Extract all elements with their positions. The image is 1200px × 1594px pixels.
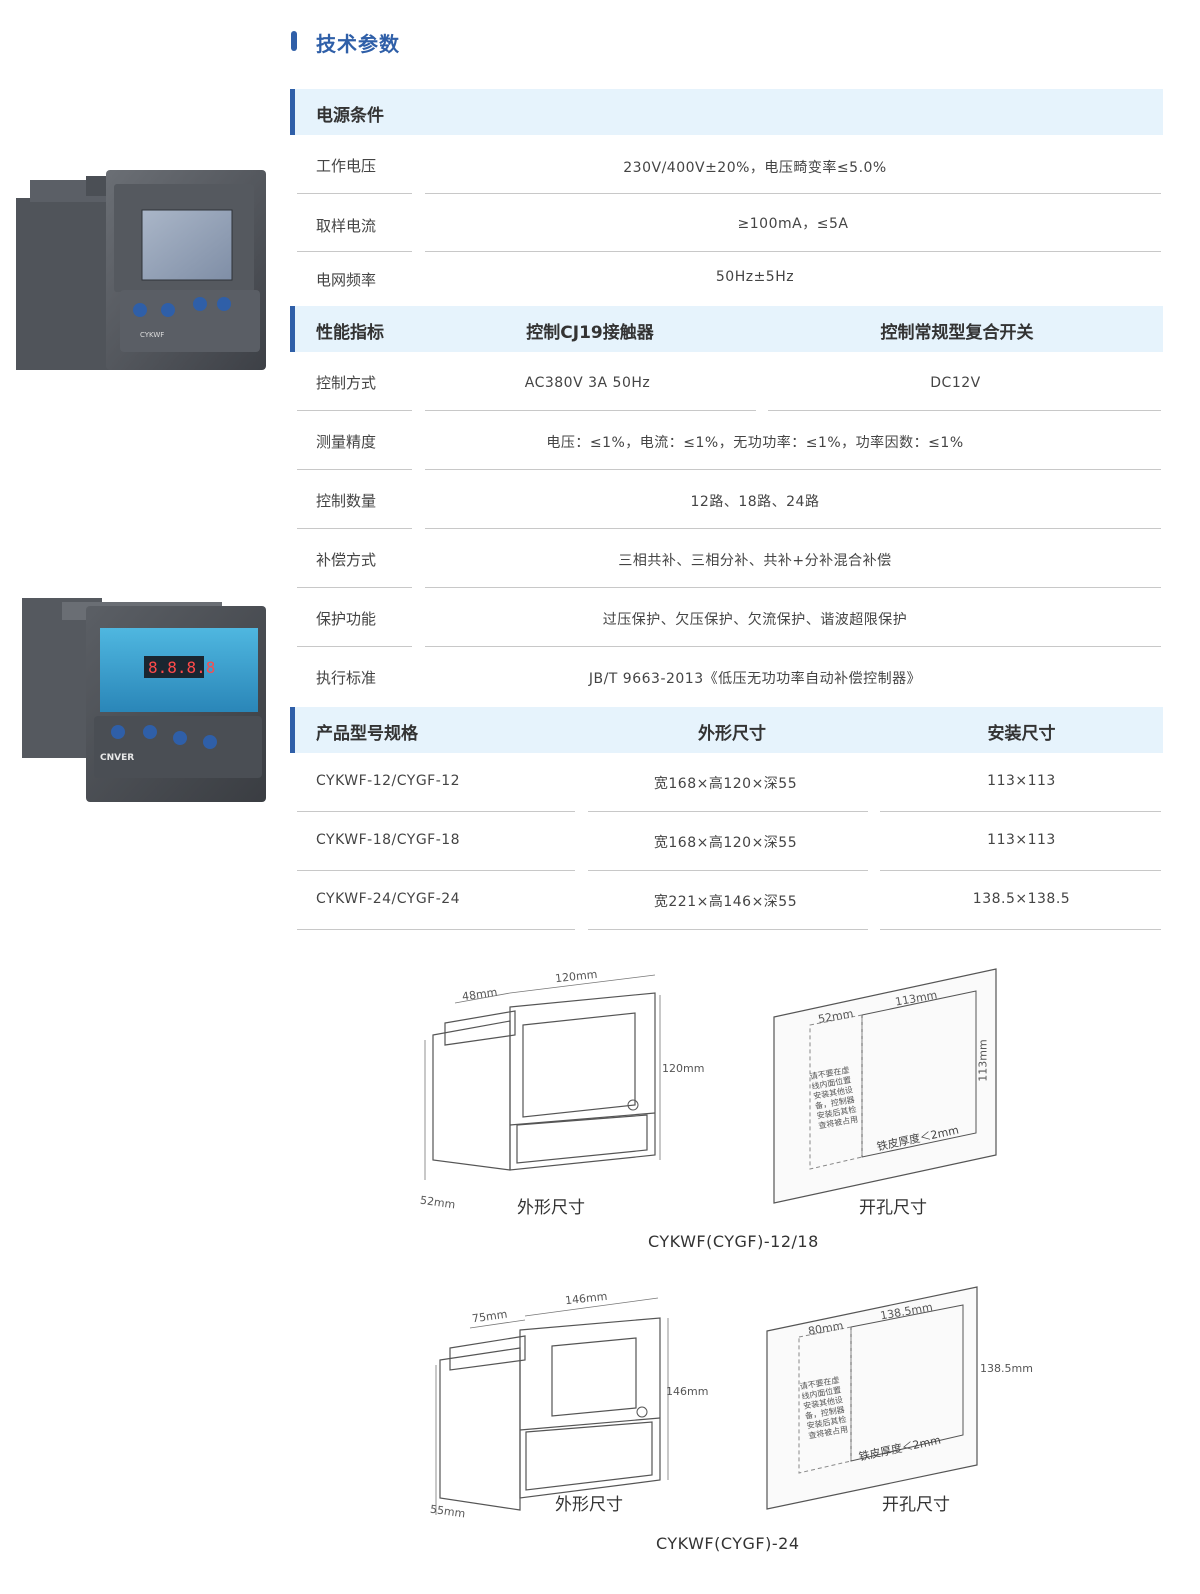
row-divider bbox=[297, 929, 575, 930]
model-size: 宽221×高146×深55 bbox=[653, 894, 798, 910]
row-divider bbox=[425, 528, 1161, 529]
control-mode-contactor: AC380V 3A 50Hz bbox=[524, 375, 651, 391]
performance-col-contactor: 控制CJ19接触器 bbox=[526, 323, 654, 343]
power-row-value: ≥100mA，≤5A bbox=[737, 216, 849, 232]
device-photo-cykwf: CYKWF bbox=[16, 170, 268, 373]
row-divider bbox=[425, 469, 1161, 470]
row-divider bbox=[297, 811, 575, 812]
row-divider bbox=[425, 410, 756, 411]
model-name: CYKWF-12/CYGF-12 bbox=[316, 773, 461, 789]
row-divider bbox=[297, 469, 412, 470]
row-divider bbox=[880, 811, 1161, 812]
row-divider bbox=[588, 929, 868, 930]
performance-row-value: 电压：≤1%，电流：≤1%，无功功率：≤1%，功率因数：≤1% bbox=[546, 435, 964, 451]
row-divider bbox=[425, 193, 1161, 194]
performance-row-value: 12路、18路、24路 bbox=[690, 494, 820, 510]
power-header-label: 电源条件 bbox=[316, 106, 384, 126]
diagram1-outline-drawing bbox=[415, 965, 695, 1215]
model-size: 宽168×高120×深55 bbox=[653, 776, 798, 792]
performance-row-label: 执行标准 bbox=[316, 669, 377, 687]
control-mode-switch: DC12V bbox=[930, 375, 981, 391]
row-divider bbox=[880, 870, 1161, 871]
performance-row-value: 过压保护、欠压保护、欠流保护、谐波超限保护 bbox=[602, 612, 908, 628]
performance-row-label: 测量精度 bbox=[316, 433, 377, 451]
section-title: 技术参数 bbox=[316, 32, 400, 56]
cutout-caption: 开孔尺寸 bbox=[859, 1198, 927, 1218]
performance-header: 性能指标 控制CJ19接触器 控制常规型复合开关 bbox=[290, 306, 1163, 352]
power-row-label: 工作电压 bbox=[316, 157, 377, 175]
models-col-mount: 安装尺寸 bbox=[987, 724, 1056, 744]
row-divider bbox=[425, 587, 1161, 588]
outline-caption: 外形尺寸 bbox=[555, 1495, 623, 1515]
row-divider bbox=[297, 193, 412, 194]
row-divider bbox=[297, 646, 412, 647]
outline-caption: 外形尺寸 bbox=[517, 1198, 585, 1218]
device1-model-label: CYKWF bbox=[140, 331, 164, 339]
models-col-size: 外形尺寸 bbox=[698, 724, 766, 744]
diagram2-outline-drawing bbox=[430, 1290, 700, 1525]
model-name: CYKWF-24/CYGF-24 bbox=[316, 891, 461, 907]
cutout-caption: 开孔尺寸 bbox=[882, 1495, 950, 1515]
power-row-label: 电网频率 bbox=[316, 271, 377, 289]
row-divider bbox=[880, 929, 1161, 930]
row-divider bbox=[588, 811, 868, 812]
performance-row-label: 控制方式 bbox=[316, 374, 377, 392]
row-divider bbox=[425, 646, 1161, 647]
model-mount: 113×113 bbox=[987, 832, 1056, 848]
diagram1-cutout-drawing bbox=[770, 965, 1002, 1205]
diagram2-cutout-drawing bbox=[763, 1285, 985, 1510]
row-divider bbox=[768, 410, 1161, 411]
row-divider bbox=[297, 870, 575, 871]
performance-row-label: 补偿方式 bbox=[316, 551, 377, 569]
cut-height: 138.5mm bbox=[980, 1362, 1033, 1375]
performance-row-label: 保护功能 bbox=[316, 610, 377, 628]
row-divider bbox=[588, 870, 868, 871]
performance-row-value: JB/T 9663-2013《低压无功功率自动补偿控制器》 bbox=[588, 671, 922, 687]
power-header: 电源条件 bbox=[290, 89, 1163, 135]
power-row-value: 50Hz±5Hz bbox=[715, 269, 795, 285]
diagram2-model: CYKWF(CYGF)-24 bbox=[656, 1534, 800, 1553]
cut-height: 113mm bbox=[976, 1039, 990, 1082]
performance-col-switch: 控制常规型复合开关 bbox=[880, 323, 1034, 343]
models-header-label: 产品型号规格 bbox=[316, 724, 418, 744]
dim-height: 146mm bbox=[666, 1385, 709, 1398]
device2-brand: CNVER bbox=[100, 753, 134, 763]
row-divider bbox=[297, 587, 412, 588]
power-row-value: 230V/400V±20%，电压畸变率≤5.0% bbox=[623, 160, 887, 176]
row-divider bbox=[297, 251, 412, 252]
model-name: CYKWF-18/CYGF-18 bbox=[316, 832, 461, 848]
device-photo-cnver: 8.8.8.8 CNVER bbox=[22, 598, 266, 802]
performance-header-label: 性能指标 bbox=[316, 323, 384, 343]
device2-display: 8.8.8.8 bbox=[148, 658, 215, 677]
model-mount: 138.5×138.5 bbox=[972, 891, 1071, 907]
performance-row-value: 三相共补、三相分补、共补+分补混合补偿 bbox=[618, 553, 892, 569]
power-row-label: 取样电流 bbox=[316, 217, 377, 235]
row-divider bbox=[297, 410, 412, 411]
model-mount: 113×113 bbox=[987, 773, 1056, 789]
row-divider bbox=[297, 528, 412, 529]
title-accent-bar bbox=[291, 31, 297, 51]
diagram1-model: CYKWF(CYGF)-12/18 bbox=[648, 1232, 819, 1251]
models-header: 产品型号规格 外形尺寸 安装尺寸 bbox=[290, 707, 1163, 753]
row-divider bbox=[425, 251, 1161, 252]
performance-row-label: 控制数量 bbox=[316, 492, 377, 510]
model-size: 宽168×高120×深55 bbox=[653, 835, 798, 851]
dim-height: 120mm bbox=[662, 1062, 705, 1075]
